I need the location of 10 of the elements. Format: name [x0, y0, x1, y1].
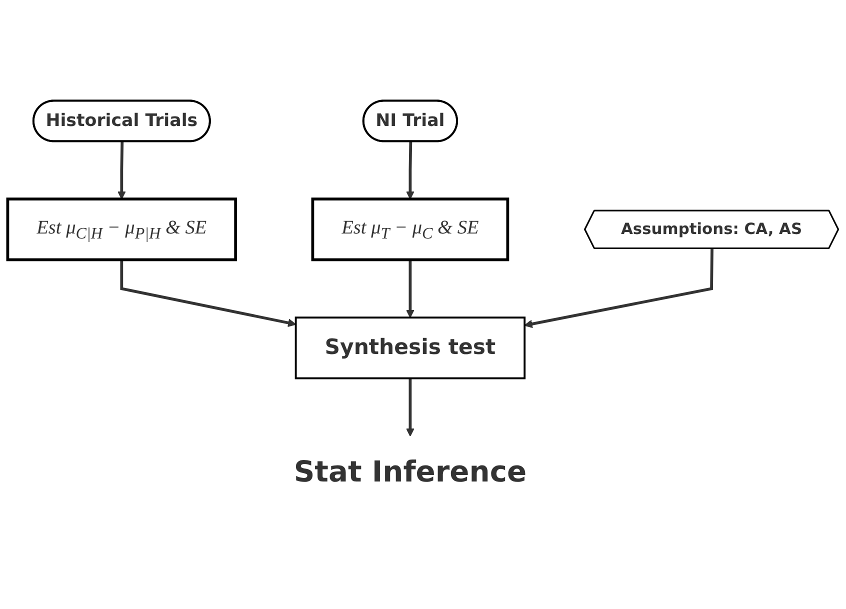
node-box: Synthesis test	[294, 316, 526, 380]
arrow	[524, 248, 714, 328]
arrow	[406, 260, 414, 318]
arrow	[406, 142, 414, 200]
arrow	[120, 260, 296, 327]
node-box: Est μ$_{C|H}$ − μ$_{P|H}$ & SE	[6, 198, 238, 262]
node-text: Stat Inference	[294, 455, 527, 490]
arrow	[117, 142, 126, 200]
node-box: Est μ$_{T}$ − μ$_{C}$ & SE	[311, 198, 510, 262]
arrow	[406, 378, 414, 436]
